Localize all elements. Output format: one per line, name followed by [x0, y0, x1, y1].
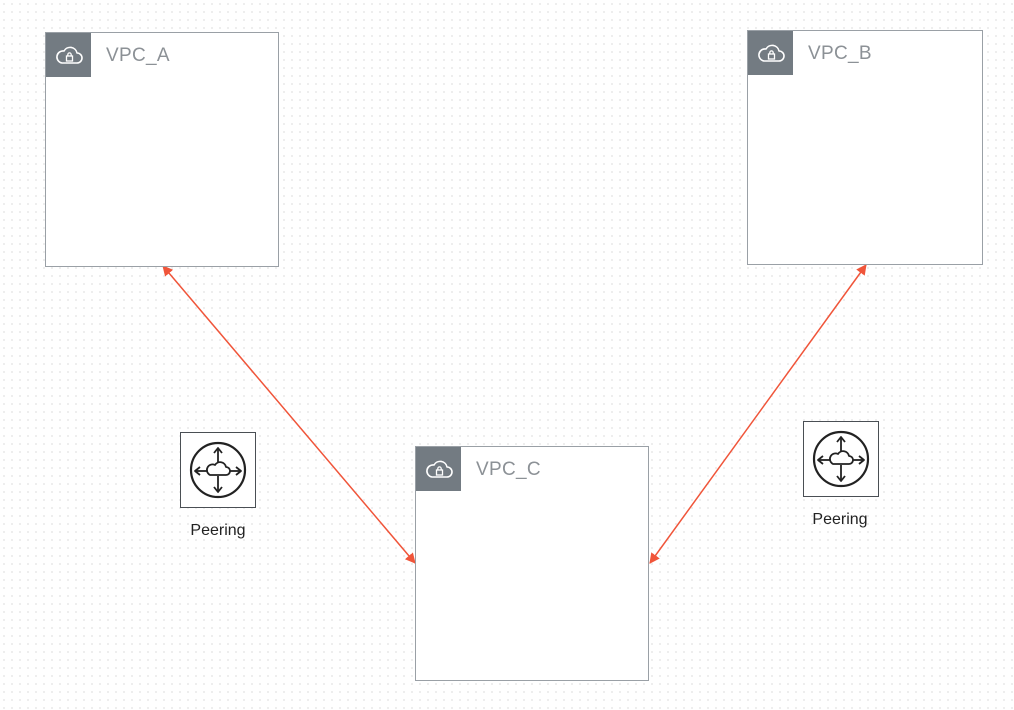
vpc-badge — [748, 31, 793, 75]
peering-label: Peering — [812, 511, 868, 528]
vpc-c-group[interactable]: VPC_C — [415, 446, 649, 681]
peering-icon — [812, 430, 870, 488]
peering-icon — [189, 441, 247, 499]
peering-node[interactable] — [180, 432, 256, 508]
peering-node[interactable] — [803, 421, 879, 497]
vpc-label: VPC_B — [808, 43, 872, 64]
vpc-a-group[interactable]: VPC_A — [45, 32, 279, 267]
vpc-b-group[interactable]: VPC_B — [747, 30, 983, 265]
cloud-lock-icon — [55, 46, 83, 64]
vpc-label: VPC_C — [476, 459, 541, 480]
vpc-badge — [46, 33, 91, 77]
connector-vpc-a-vpc-c[interactable] — [162, 265, 416, 564]
cloud-lock-icon — [425, 460, 453, 478]
vpc-badge — [416, 447, 461, 491]
cloud-lock-icon — [757, 44, 785, 62]
peering-label: Peering — [190, 522, 246, 539]
vpc-label: VPC_A — [106, 45, 170, 66]
